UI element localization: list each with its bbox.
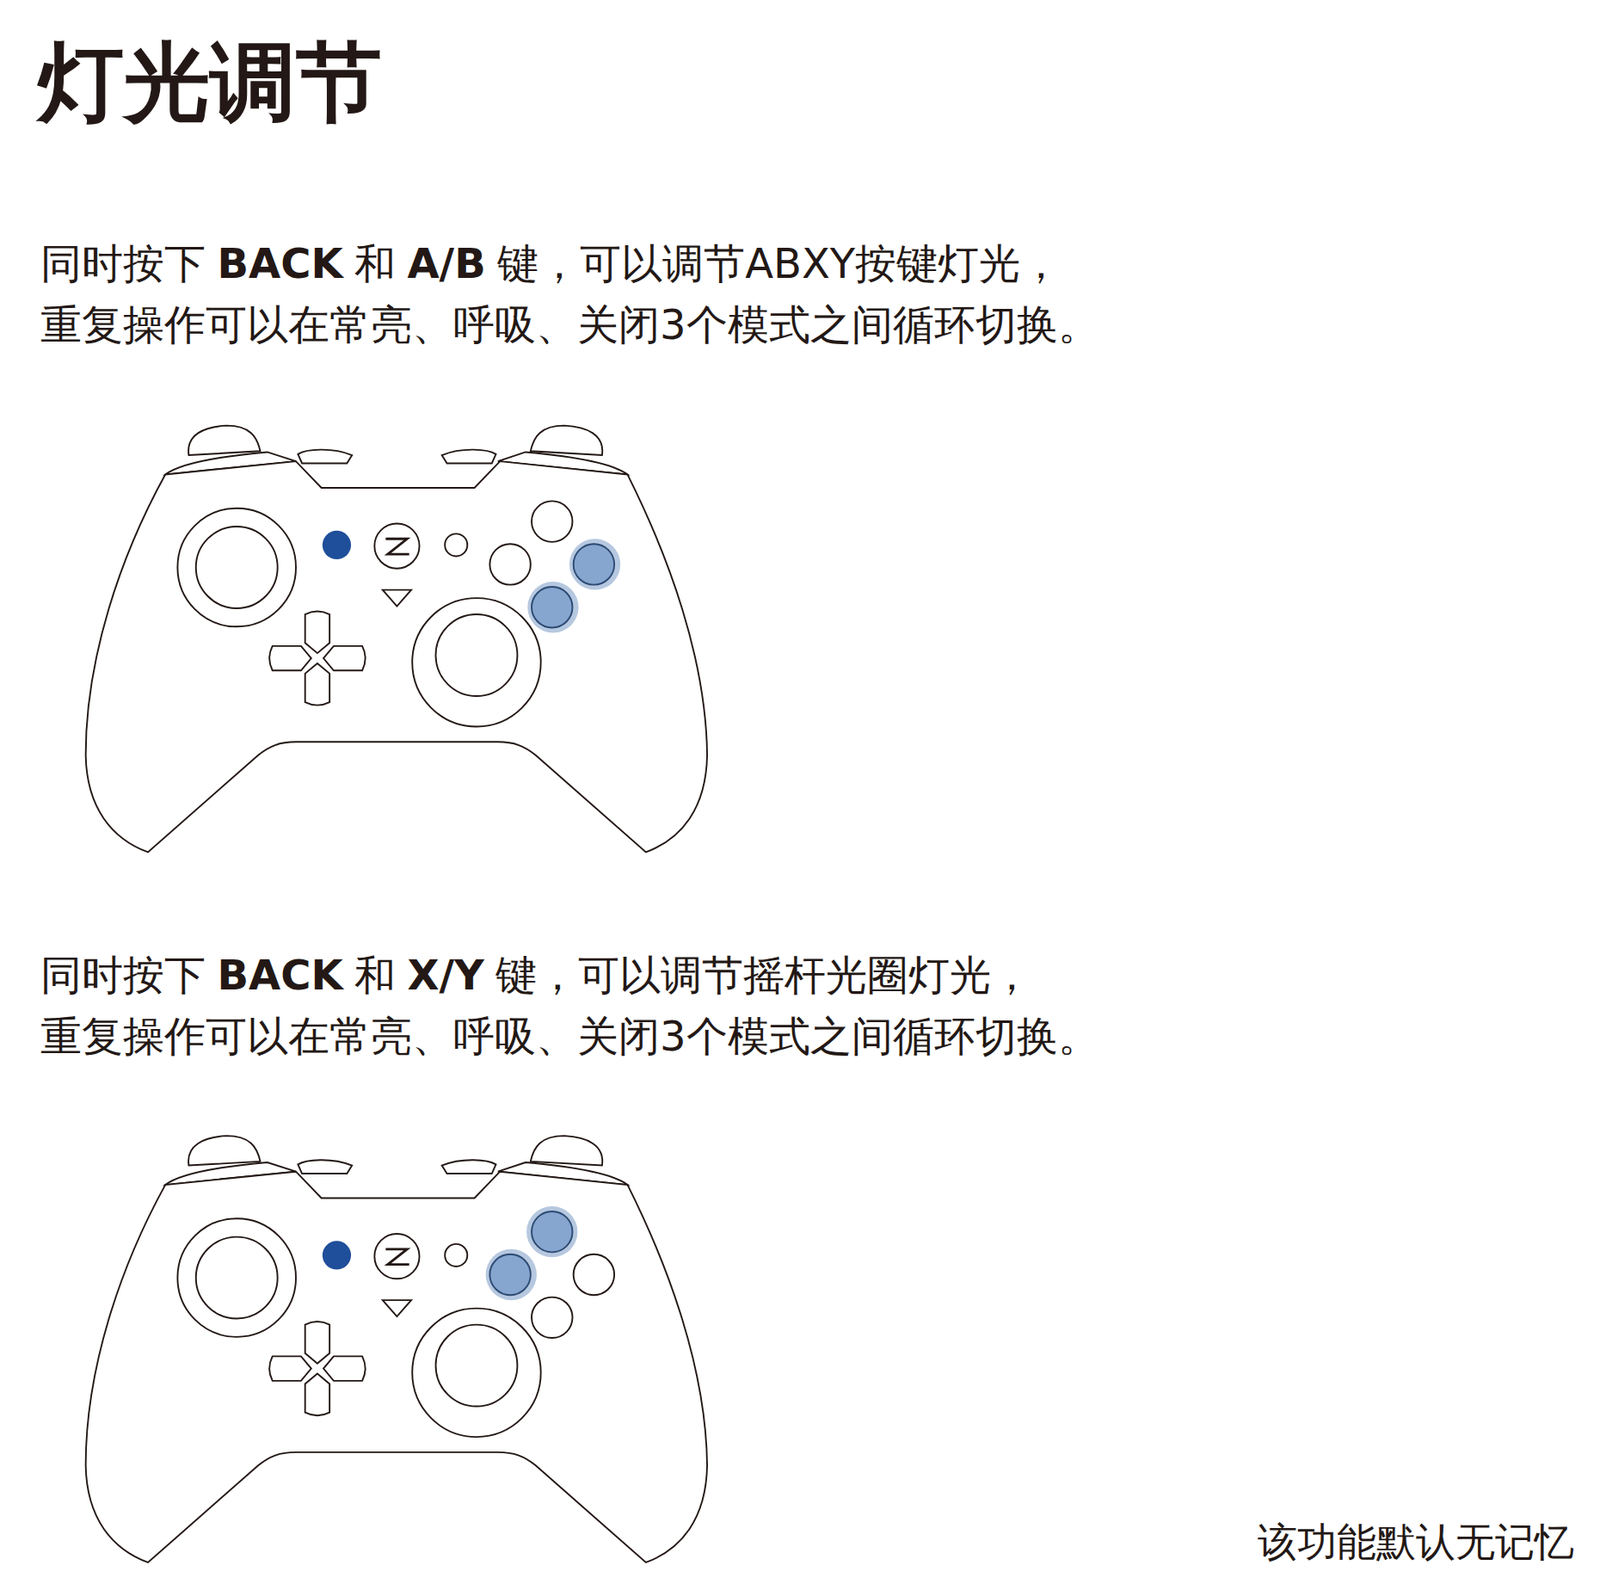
- text-line: 同时按下BACK和X/Y键，可以调节摇杆光圈灯光，: [40, 944, 1033, 1005]
- instruction-text: 该功能默认无记忆: [1257, 1518, 1575, 1565]
- page-title: 灯光调节: [37, 30, 1600, 135]
- instruction-text: 键，可以调节摇杆光圈灯光，: [495, 950, 1033, 999]
- text-line: 重复操作可以在常亮、呼吸、关闭3个模式之间循环切换。: [40, 294, 1100, 355]
- text-line: 重复操作可以在常亮、呼吸、关闭3个模式之间循环切换。: [40, 1005, 1100, 1066]
- button-name: BACK: [216, 950, 343, 999]
- button-name: A/B: [406, 239, 486, 288]
- instruction-text: 同时按下: [40, 239, 206, 288]
- text-line: 该功能默认无记忆: [1257, 1511, 1575, 1572]
- text-line: 同时按下BACK和A/B键，可以调节ABXY按键灯光，: [40, 233, 1062, 294]
- button-name: X/Y: [406, 950, 484, 999]
- button-name: BACK: [216, 239, 343, 288]
- instruction-text: 键，可以调节ABXY按键灯光，: [497, 239, 1062, 288]
- instruction-text: 和: [354, 239, 396, 288]
- instruction-text: 同时按下: [40, 950, 206, 999]
- instruction-text: 重复操作可以在常亮、呼吸、关闭3个模式之间循环切换。: [40, 1011, 1100, 1060]
- instruction-text: 重复操作可以在常亮、呼吸、关闭3个模式之间循环切换。: [40, 300, 1100, 349]
- instruction-text: 和: [354, 950, 396, 999]
